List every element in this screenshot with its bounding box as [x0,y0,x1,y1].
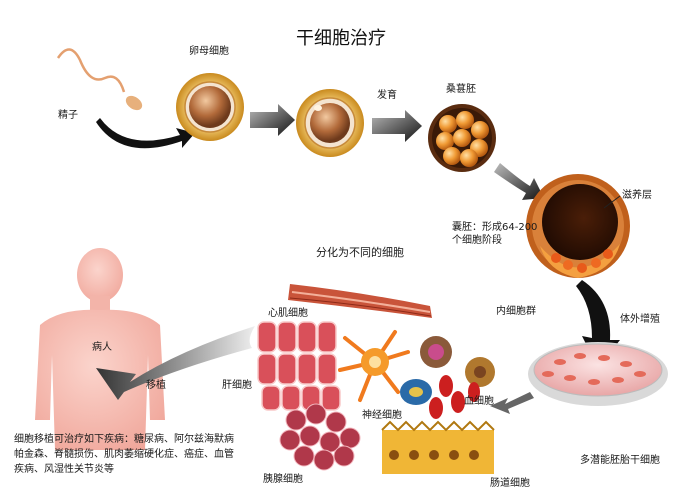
pancreatic-cell-cluster [279,403,361,471]
label-oocyte: 卵母细胞 [189,46,229,57]
label-develop: 发育 [377,90,397,101]
sperm-to-egg-arrow [96,118,195,149]
label-in-vitro: 体外增殖 [620,314,660,325]
treatable-diseases-note-line1: 细胞移植可治疗如下疾病：糖尿病、阿尔兹海默病 [14,434,234,445]
label-neuron: 神经细胞 [362,410,402,421]
diagram-title: 干细胞治疗 [296,28,386,49]
label-cardiomyocyte: 心肌细胞 [268,308,308,319]
oocyte-illustration [176,73,244,141]
cardiomyocyte-cluster [257,321,341,411]
label-pluripotent: 多潜能胚胎干细胞 [580,455,660,466]
sperm-illustration [56,48,143,111]
label-blood-cell: 血细胞 [464,396,494,407]
label-blastocyst-line2: 个细胞阶段 [452,235,502,246]
petri-dish-illustration [528,342,668,406]
morula-to-blastocyst-arrow [494,163,544,200]
neuron-illustration [338,330,410,402]
label-inner-cell-mass: 内细胞群 [496,306,536,317]
label-intestinal: 肠道细胞 [490,478,530,489]
muscle-fiber-illustration [288,284,432,318]
label-morula: 桑葚胚 [446,84,476,95]
blood-cell-cluster [400,336,495,419]
label-patient: 病人 [92,342,112,353]
treatable-diseases-note-line2: 帕金森、脊髓损伤、肌肉萎缩硬化症、癌症、血管 [14,449,234,460]
morula-illustration [428,104,496,172]
intestinal-cell-cluster [381,420,495,474]
blastocyst-illustration [526,174,630,278]
label-blastocyst-line1: 囊胚：形成64-200 [452,222,538,233]
patient-silhouette [35,248,165,450]
transplant-arrow [96,326,255,400]
treatable-diseases-note-line3: 疾病、风湿性关节炎等 [14,464,114,475]
trophoblast-pointer [603,195,621,209]
label-pancreatic: 胰腺细胞 [263,474,303,485]
label-transplant: 移植 [146,380,166,391]
label-differentiate: 分化为不同的细胞 [316,246,404,259]
egg-to-zygote-arrow [250,104,295,136]
label-sperm: 精子 [58,110,78,121]
label-trophoblast: 滋养层 [622,190,652,201]
zygote-illustration [296,89,364,157]
label-hepatocyte: 肝细胞 [222,380,252,391]
develop-arrow [372,110,422,142]
differentiate-arrow [490,392,534,414]
